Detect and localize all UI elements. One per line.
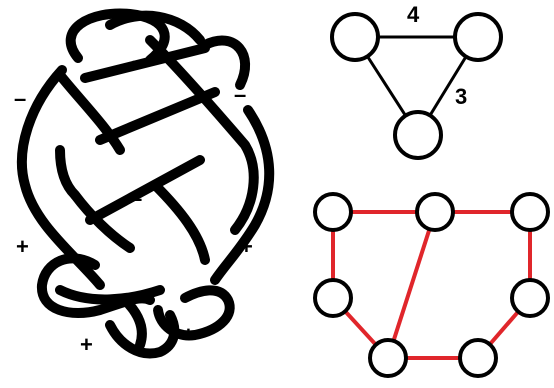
edge-label-right: 3 — [455, 84, 467, 109]
triangle-node-left — [330, 12, 380, 62]
cycle-node-top-right — [510, 192, 550, 232]
cycle-node-bottom-left — [368, 338, 408, 378]
knot-strand-diag-4 — [95, 87, 220, 145]
triangle-graph: 4 3 — [330, 2, 503, 160]
cycle-graph — [313, 192, 550, 378]
knot-strand-diag-6 — [85, 155, 205, 225]
crossing-sign-lower-left: + — [16, 234, 29, 259]
crossing-sign-bottom-right: + — [182, 322, 195, 347]
knot-strand-diag-5 — [55, 145, 80, 200]
crossing-signs: – – – – + + + + — [14, 48, 253, 357]
knot-strand-top-arc — [105, 10, 205, 45]
cycle-node-top-middle — [415, 192, 455, 232]
triangle-node-bottom — [393, 110, 443, 160]
knot-strand-diag-2 — [145, 35, 259, 235]
cycle-node-right — [510, 278, 550, 318]
knot-strand-lower-right-loop — [153, 285, 235, 341]
cycle-node-bottom-right — [458, 338, 498, 378]
triangle-node-right — [453, 12, 503, 62]
cycle-node-top-left — [313, 192, 353, 232]
cycle-edge-chord — [386, 211, 437, 359]
knot-strand-right-outer — [210, 105, 275, 285]
knot-strand-diag-3 — [80, 43, 210, 83]
knot-strand-right-loop — [200, 35, 250, 90]
crossing-sign-right: – — [234, 82, 246, 107]
crossing-sign-lower-right: + — [240, 234, 253, 259]
crossing-sign-left: – — [14, 86, 26, 111]
crossing-sign-top: – — [132, 48, 144, 73]
knot-strand-lower-cross — [55, 285, 165, 305]
knot-strand-bottom-cross — [120, 295, 147, 350]
edge-label-top: 4 — [407, 2, 420, 27]
knot-strand-diag-8 — [70, 190, 135, 253]
crossing-sign-center: – — [130, 186, 142, 211]
knot-strand-diag-1 — [55, 70, 125, 155]
cycle-node-left — [313, 278, 353, 318]
knot-diagram — [17, 8, 275, 359]
knot-strand-diag-7 — [150, 180, 210, 265]
crossing-sign-bottom-left: + — [80, 332, 93, 357]
